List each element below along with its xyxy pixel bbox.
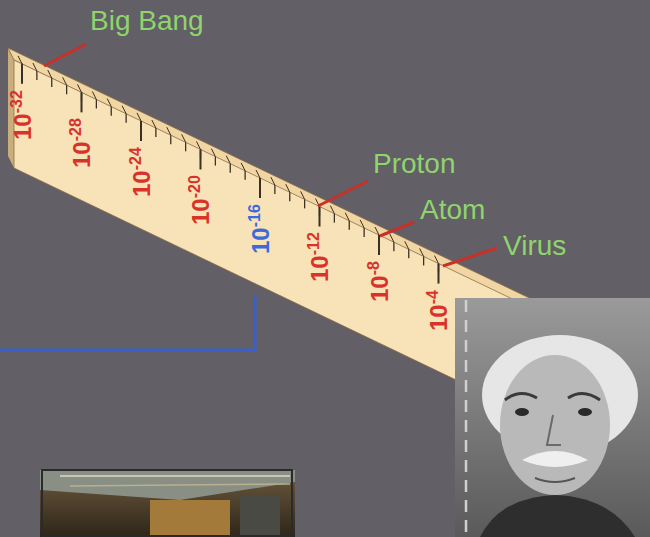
top-tick [18, 56, 22, 64]
exponent: -20 [186, 175, 203, 198]
major-tick [319, 207, 321, 227]
minor-tick [274, 185, 275, 194]
top-tick [152, 120, 156, 128]
top-tick [241, 163, 245, 171]
minor-tick [185, 142, 186, 151]
top-tick [182, 134, 186, 142]
top-tick [122, 106, 126, 114]
scale-pointer [0, 296, 255, 350]
top-tick [63, 77, 67, 85]
top-tick [271, 177, 275, 185]
top-tick [286, 184, 290, 192]
exponent: -12 [305, 233, 322, 256]
scale-label: Atom [420, 195, 485, 226]
top-tick [107, 99, 111, 107]
minor-tick [155, 128, 156, 137]
number-base: 10 [306, 256, 333, 283]
scale-number: 10-20 [186, 175, 215, 225]
minor-tick [215, 157, 216, 166]
major-tick [200, 149, 202, 169]
top-tick [375, 227, 379, 235]
minor-tick [393, 242, 394, 251]
exponent: -4 [424, 290, 441, 304]
number-base: 10 [187, 199, 214, 226]
number-base: 10 [68, 141, 95, 168]
minor-tick [349, 221, 350, 230]
number-base: 10 [9, 113, 36, 140]
minor-tick [170, 135, 171, 144]
minor-tick [304, 199, 305, 208]
scale-number: 10-12 [305, 233, 334, 283]
number-base: 10 [247, 227, 274, 254]
major-tick [259, 178, 261, 198]
top-tick [92, 92, 96, 100]
top-tick [405, 241, 409, 249]
minor-tick [230, 164, 231, 173]
top-tick [330, 206, 334, 214]
top-tick [256, 170, 260, 178]
minor-tick [244, 171, 245, 180]
major-tick [378, 235, 380, 255]
leader-line [44, 44, 86, 66]
exponent: -32 [8, 90, 25, 113]
leader-line [443, 248, 497, 266]
tunnel-photo [40, 470, 295, 537]
exponent: -8 [365, 261, 382, 275]
top-tick [197, 141, 201, 149]
top-tick [167, 127, 171, 135]
scale-number: 10-32 [8, 90, 37, 140]
leader-line [380, 222, 414, 236]
scale-number: 10-16 [246, 204, 275, 254]
scale-label: Proton [373, 149, 456, 180]
portrait-photo [455, 298, 650, 537]
top-tick [435, 256, 439, 264]
exponent: -28 [67, 118, 84, 141]
scale-label: Virus [503, 231, 566, 262]
exponent: -24 [127, 147, 144, 170]
top-tick [390, 234, 394, 242]
scale-label: Big Bang [90, 6, 204, 37]
minor-tick [66, 85, 67, 94]
top-tick [78, 84, 82, 92]
minor-tick [423, 256, 424, 265]
number-base: 10 [366, 275, 393, 302]
number-base: 10 [425, 304, 452, 331]
top-tick [226, 156, 230, 164]
minor-tick [125, 114, 126, 123]
scale-number: 10-28 [67, 118, 96, 168]
minor-tick [289, 192, 290, 201]
top-tick [137, 113, 141, 121]
minor-tick [51, 78, 52, 87]
scale-number: 10-8 [365, 261, 394, 302]
top-tick [33, 63, 37, 71]
top-tick [360, 220, 364, 228]
minor-tick [36, 71, 37, 80]
top-tick [211, 149, 215, 157]
major-tick [140, 121, 142, 141]
minor-tick [363, 228, 364, 237]
top-tick [301, 191, 305, 199]
minor-tick [408, 249, 409, 258]
leader-line [318, 181, 368, 206]
major-tick [21, 64, 23, 84]
exponent: -16 [246, 204, 263, 227]
top-tick [48, 70, 52, 78]
number-base: 10 [128, 170, 155, 197]
major-tick [438, 264, 440, 284]
minor-tick [334, 214, 335, 223]
top-tick [345, 213, 349, 221]
top-tick [420, 248, 424, 256]
scale-number: 10-24 [127, 147, 156, 197]
scale-number: 10-4 [424, 290, 453, 331]
major-tick [81, 92, 83, 112]
minor-tick [96, 100, 97, 109]
minor-tick [111, 107, 112, 116]
